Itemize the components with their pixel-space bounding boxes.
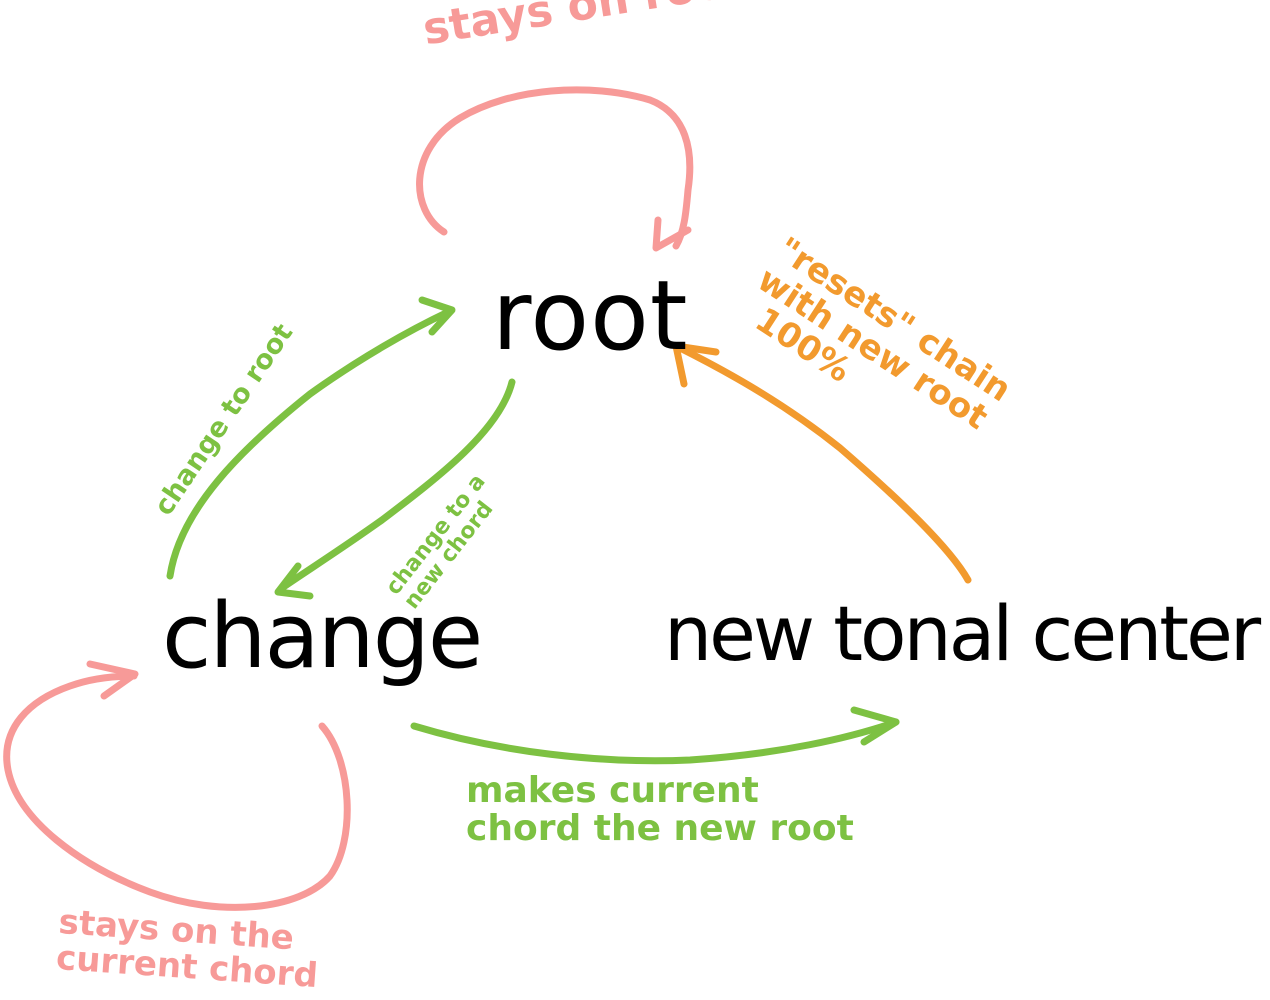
change-to-new-tonal-center-arrow (410, 706, 900, 765)
node-new-tonal-center: new tonal center (664, 589, 1261, 678)
label-line: makes current (466, 770, 759, 811)
label-line: chord the new root (466, 807, 854, 849)
root-self-loop-arrow (416, 86, 694, 252)
label-makes-current: makes current chord the new root (466, 772, 854, 848)
root-to-change-arrow (274, 378, 516, 600)
change-to-root-arrow (166, 296, 456, 580)
node-change: change (162, 584, 483, 689)
new-tonal-center-to-root-arrow (672, 342, 972, 584)
node-root: root (492, 260, 689, 372)
change-self-loop-arrow (3, 660, 351, 911)
